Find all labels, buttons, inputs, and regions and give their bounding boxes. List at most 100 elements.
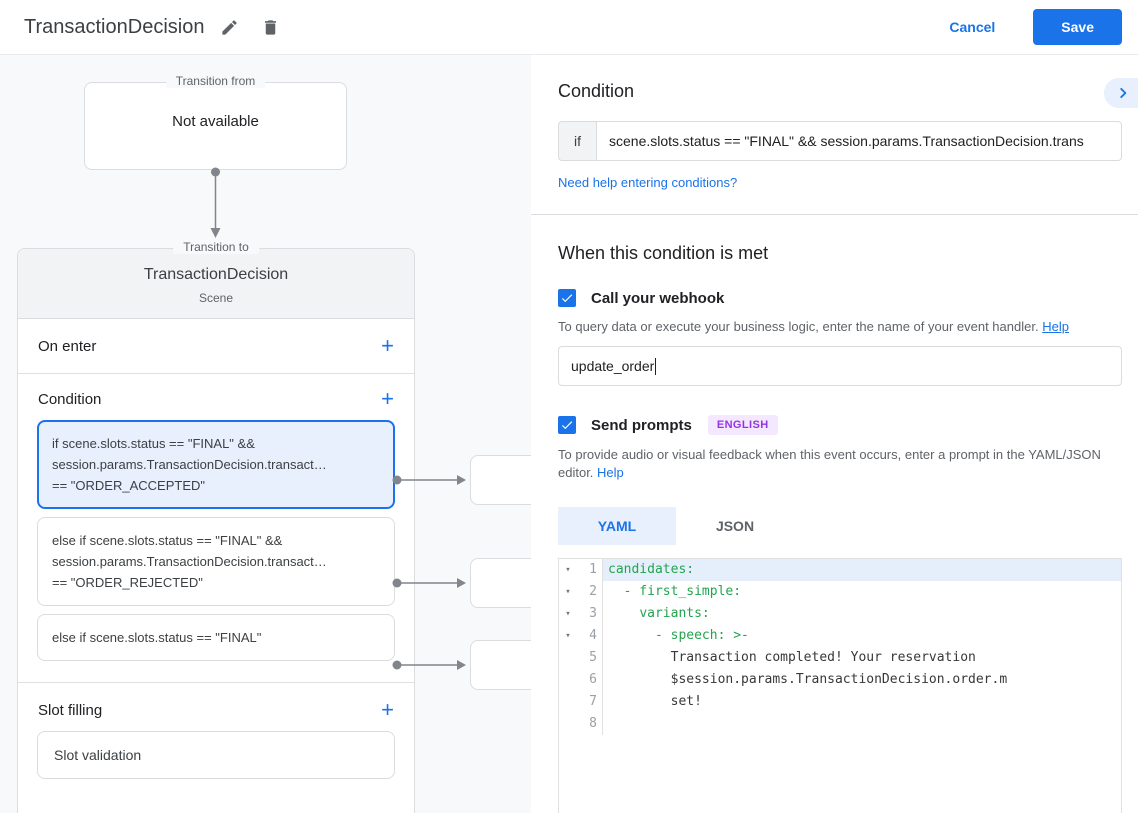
add-condition-button[interactable]: + (381, 386, 394, 411)
code-line[interactable]: 7 set! (559, 691, 1121, 713)
prompts-checkbox-row: Send prompts ENGLISH (558, 415, 1122, 435)
prompts-checkbox[interactable] (558, 416, 576, 434)
line-number: 6 (577, 669, 603, 691)
condition-line: else if scene.slots.status == "FINAL" && (52, 533, 283, 548)
slot-filling-label: Slot filling (38, 701, 103, 719)
code-text: set! (608, 694, 702, 709)
webhook-handler-value: update_order (571, 358, 655, 374)
condition-line: else if scene.slots.status == "FINAL" (52, 630, 262, 645)
trash-icon (265, 19, 277, 35)
text-cursor (655, 357, 657, 375)
condition-line: session.params.TransactionDecision.trans… (52, 457, 327, 472)
webhook-description-text: To query data or execute your business l… (558, 319, 1039, 334)
condition-expression-input[interactable]: scene.slots.status == "FINAL" && session… (596, 121, 1122, 161)
editor-format-tabs: YAML JSON (558, 507, 1122, 545)
language-badge: ENGLISH (707, 415, 778, 435)
code-text: variants: (639, 606, 710, 621)
condition-line: == "ORDER_REJECTED" (52, 575, 203, 590)
on-enter-label: On enter (38, 337, 97, 355)
condition-label: Condition (38, 390, 102, 408)
line-number: 2 (577, 581, 603, 603)
fold-spacer (559, 713, 577, 735)
code-line[interactable]: 5 Transaction completed! Your reservatio… (559, 647, 1121, 669)
webhook-handler-input[interactable]: update_order (558, 346, 1122, 386)
section-divider (18, 669, 414, 683)
line-number: 8 (577, 713, 603, 735)
top-bar: TransactionDecision Cancel Save (0, 0, 1138, 55)
line-number: 4 (577, 625, 603, 647)
slot-validation-item[interactable]: Slot validation (37, 731, 395, 779)
scene-card-title: TransactionDecision (143, 266, 289, 283)
condition-item-order-accepted[interactable]: if scene.slots.status == "FINAL" && sess… (37, 420, 395, 509)
edit-title-button[interactable] (214, 12, 245, 43)
transition-from-box: Transition from Not available (84, 74, 347, 170)
fold-spacer (559, 691, 577, 713)
fold-arrow-icon[interactable]: ▾ (565, 609, 571, 619)
condition-expression-row: if scene.slots.status == "FINAL" && sess… (558, 121, 1122, 161)
conditions-help-link[interactable]: Need help entering conditions? (558, 175, 738, 190)
code-text: - first_simple: (623, 584, 742, 599)
code-line[interactable]: ▾ 4 - speech: >- (559, 625, 1121, 647)
condition-section-header: Condition + (18, 374, 414, 420)
slot-filling-section-header: Slot filling + (18, 683, 414, 731)
on-enter-section: On enter + (18, 319, 414, 374)
transition-target-box[interactable] (470, 558, 531, 608)
line-number: 3 (577, 603, 603, 625)
scene-card-header[interactable]: TransactionDecision Scene (18, 249, 414, 319)
prompts-help-link[interactable]: Help (597, 465, 624, 480)
code-line[interactable]: 8 (559, 713, 1121, 735)
code-text: - speech: >- (654, 628, 749, 643)
condition-line: if scene.slots.status == "FINAL" && (52, 436, 255, 451)
webhook-checkbox-label: Call your webhook (591, 289, 725, 307)
code-line[interactable]: 6 $session.params.TransactionDecision.or… (559, 669, 1121, 691)
collapse-panel-button[interactable] (1104, 78, 1138, 108)
line-number: 1 (577, 559, 603, 581)
if-prefix: if (558, 121, 596, 161)
tab-yaml[interactable]: YAML (558, 507, 676, 545)
save-button[interactable]: Save (1033, 9, 1122, 45)
condition-item-final[interactable]: else if scene.slots.status == "FINAL" (37, 614, 395, 661)
condition-item-order-rejected[interactable]: else if scene.slots.status == "FINAL" &&… (37, 517, 395, 606)
transition-from-label: Transition from (165, 74, 266, 88)
fold-arrow-icon[interactable]: ▾ (565, 587, 571, 597)
line-number: 5 (577, 647, 603, 669)
line-number: 7 (577, 691, 603, 713)
transition-target-box[interactable] (470, 640, 531, 690)
code-text: Transaction completed! Your reservation (608, 650, 976, 665)
webhook-help-link[interactable]: Help (1042, 319, 1069, 334)
code-text (603, 713, 1121, 735)
scene-diagram: Transition from Not available (0, 55, 531, 813)
chevron-right-icon (1120, 87, 1127, 99)
tab-json[interactable]: JSON (676, 507, 794, 545)
condition-detail-panel: Condition if scene.slots.status == "FINA… (531, 55, 1138, 813)
condition-heading: Condition (558, 81, 635, 101)
fold-arrow-icon[interactable]: ▾ (565, 631, 571, 641)
when-condition-heading: When this condition is met (558, 243, 769, 263)
webhook-checkbox[interactable] (558, 289, 576, 307)
scene-card-subtitle: Scene (198, 291, 234, 305)
page-title: TransactionDecision (24, 15, 205, 38)
condition-line: == "ORDER_ACCEPTED" (52, 478, 205, 493)
prompts-description: To provide audio or visual feedback when… (558, 446, 1118, 482)
add-on-enter-button[interactable]: + (381, 333, 394, 358)
code-line[interactable]: ▾ 2 - first_simple: (559, 581, 1121, 603)
cancel-button[interactable]: Cancel (931, 9, 1013, 45)
transition-from-content: Not available (172, 113, 259, 130)
condition-line: session.params.TransactionDecision.trans… (52, 554, 327, 569)
fold-arrow-icon[interactable]: ▾ (565, 565, 571, 575)
fold-spacer (559, 647, 577, 669)
scene-card: Transition to TransactionDecision Scene … (17, 240, 415, 813)
add-slot-button[interactable]: + (381, 697, 394, 722)
check-icon (561, 421, 573, 430)
webhook-description: To query data or execute your business l… (558, 318, 1118, 336)
code-line[interactable]: ▾ 3 variants: (559, 603, 1121, 625)
code-text: $session.params.TransactionDecision.orde… (608, 672, 1008, 687)
fold-spacer (559, 669, 577, 691)
delete-scene-button[interactable] (255, 12, 286, 43)
panel-divider (531, 214, 1138, 215)
check-icon (561, 294, 573, 303)
transition-target-box[interactable] (470, 455, 531, 505)
code-text: candidates: (603, 559, 1121, 581)
